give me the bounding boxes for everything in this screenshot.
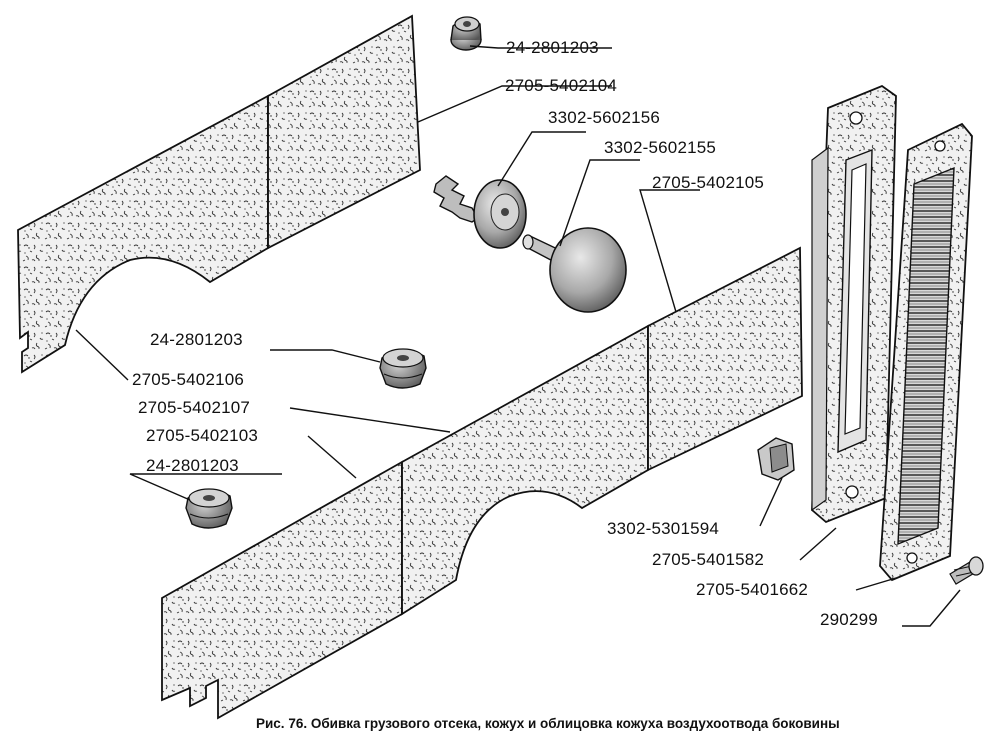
label-grommet-middle: 24-2801203 — [150, 330, 243, 349]
duct-grille-cover — [879, 122, 973, 582]
screw — [949, 556, 984, 585]
duct-housing — [811, 84, 897, 524]
label-grommet-top: 24-2801203 — [506, 38, 599, 57]
label-duct-housing: 2705-5401582 — [652, 550, 765, 569]
leader-lines — [75, 45, 961, 627]
plastic-clip — [757, 437, 795, 481]
label-screw: 290299 — [820, 610, 878, 629]
label-clip-large: 3302-5602156 — [548, 108, 661, 127]
label-panel-front-lower: 2705-5402103 — [146, 426, 259, 445]
label-panel-middle: 2705-5402107 — [138, 398, 251, 417]
label-panel-rear-lower: 2705-5402106 — [132, 370, 245, 389]
panel-rear-upper — [17, 14, 421, 374]
label-panel-rear: 2705-5402104 — [505, 76, 618, 95]
label-panel-front: 2705-5402105 — [652, 173, 765, 192]
label-grommet-bottom: 24-2801203 — [146, 456, 239, 475]
panel-lower-assembly — [161, 246, 803, 720]
push-clip-large — [433, 175, 527, 249]
label-clip-small: 3302-5602155 — [604, 138, 717, 157]
push-clip-small — [522, 227, 627, 313]
grommet-top — [450, 16, 482, 51]
label-plastic-clip: 3302-5301594 — [607, 519, 720, 538]
grommet-middle — [379, 348, 427, 389]
label-duct-grille: 2705-5401662 — [696, 580, 809, 599]
grommet-bottom — [185, 488, 233, 529]
figure-caption: Рис. 76. Обивка грузового отсека, кожух … — [256, 716, 840, 731]
